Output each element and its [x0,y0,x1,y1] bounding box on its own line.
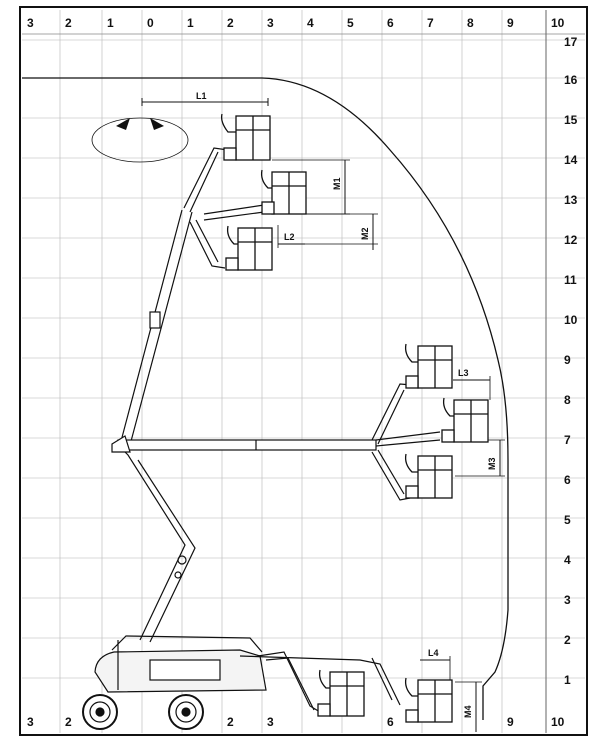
rotation-arrows-icon [91,117,189,163]
top-axis-label: 1 [187,16,194,30]
platform-top [220,113,271,161]
right-axis-label: 11 [564,273,577,287]
right-axis-label: 4 [564,553,571,567]
platforms [220,113,489,723]
bottom-axis-label: 2 [227,715,234,729]
top-axis-label: 1 [107,16,114,30]
right-axis-label: 15 [564,113,578,127]
top-axis-label: 0 [147,16,154,30]
right-axis-label: 2 [564,633,571,647]
right-axis-label: 8 [564,393,571,407]
bottom-axis-labels: 3 2 2 3 6 9 10 [27,715,565,729]
jib-upper-2 [203,204,265,221]
right-axis-label: 17 [564,35,578,49]
top-axis-label: 10 [551,16,565,30]
right-axis-labels: 17 16 15 14 13 12 11 10 9 8 7 6 5 4 3 2 1 [564,35,578,687]
aerial-boom-lift [82,147,441,730]
platform-mid-center [441,397,489,443]
right-axis-label: 5 [564,513,571,527]
right-axis-label: 9 [564,353,571,367]
jib-mid-1 [371,383,413,445]
dimension-label-l4: L4 [428,648,439,658]
jib-low-1 [257,651,321,713]
platform-low-left [317,669,365,717]
top-axis-label: 4 [307,16,314,30]
top-axis-label: 9 [507,16,514,30]
platform-mid-top [404,343,453,389]
top-axis-label: 3 [267,16,274,30]
dimension-m4: M4 [455,681,482,732]
top-axis-label: 8 [467,16,474,30]
dimension-l3: L3 [453,368,491,400]
top-axis-label: 7 [427,16,434,30]
platform-low-right [404,677,453,723]
bottom-axis-label: 2 [65,715,72,729]
jib-mid-2 [375,431,441,447]
bottom-axis-label: 3 [267,715,274,729]
platform-mid-low [404,453,453,499]
dimension-label-m2: M2 [360,227,370,240]
jib-mid-3 [371,449,411,501]
top-axis-label: 2 [227,16,234,30]
dimension-label-l1: L1 [196,91,207,101]
top-axis-label: 2 [65,16,72,30]
dimension-l2: L2 [277,225,305,248]
jib-low-2 [239,655,401,706]
dimension-label-l2: L2 [284,232,295,242]
dimension-label-m4: M4 [463,705,473,718]
right-axis-label: 16 [564,73,578,87]
right-axis-label: 1 [564,673,571,687]
platform-upper-low [225,225,273,271]
dimension-m2: M2 [280,213,378,250]
right-axis-label: 13 [564,193,578,207]
working-envelope [22,77,509,720]
dimension-m3: M3 [455,439,505,477]
right-axis-label: 14 [564,153,578,167]
dimension-l1: L1 [141,91,269,106]
right-axis-label: 6 [564,473,571,487]
right-axis-label: 3 [564,593,571,607]
dimension-label-l3: L3 [458,368,469,378]
top-axis-label: 5 [347,16,354,30]
right-axis-label: 12 [564,233,578,247]
dimension-l4: L4 [420,648,451,680]
dimension-label-m3: M3 [487,457,497,470]
bottom-axis-label: 6 [387,715,394,729]
platform-upper-mid [260,169,307,215]
main-boom-up [119,209,193,446]
bottom-axis-label: 3 [27,715,34,729]
bottom-axis-label: 9 [507,715,514,729]
jib-upper-3 [189,219,226,269]
lower-boom [119,446,196,643]
dimension-label-m1: M1 [332,177,342,190]
jib-upper-1 [183,147,229,213]
right-axis-label: 10 [564,313,578,327]
lift-wheels [82,694,204,730]
lift-chassis [94,635,267,693]
right-axis-label: 7 [564,433,571,447]
bottom-axis-label: 10 [551,715,565,729]
main-boom-horizontal [111,435,377,453]
diagram-frame [19,6,588,736]
top-axis-label: 3 [27,16,34,30]
top-axis-label: 6 [387,16,394,30]
